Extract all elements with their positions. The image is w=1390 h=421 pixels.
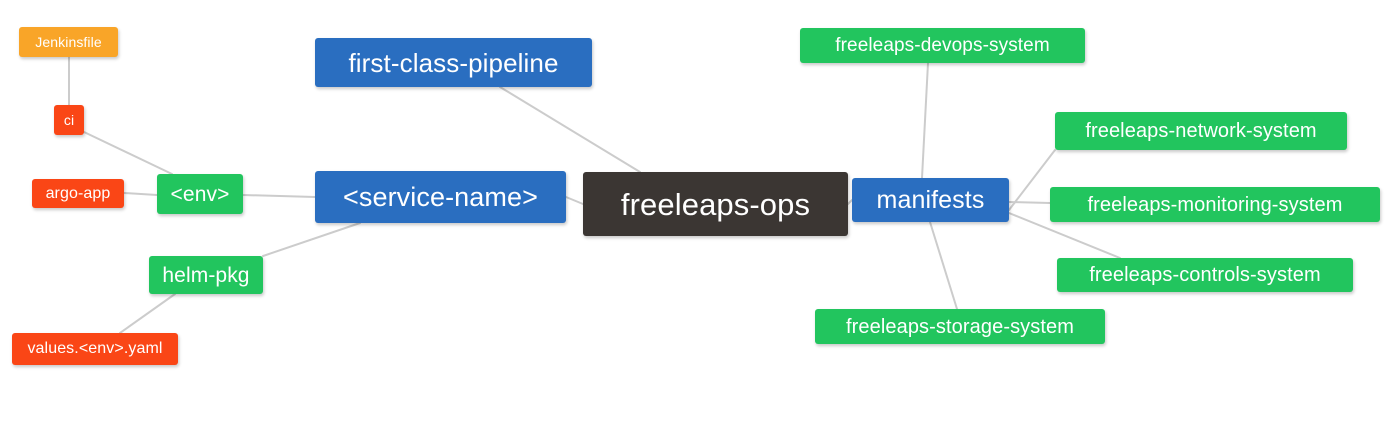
node-first-class-pipeline[interactable]: first-class-pipeline <box>315 38 592 87</box>
node-label: <env> <box>170 182 230 206</box>
node-freeleaps-storage-system[interactable]: freeleaps-storage-system <box>815 309 1105 344</box>
node-helm-pkg[interactable]: helm-pkg <box>149 256 263 294</box>
edge-manifests-to-freeleaps-storage-system <box>929 221 958 310</box>
edge-service-name-to-freeleaps-ops <box>565 196 584 205</box>
node-freeleaps-controls-system[interactable]: freeleaps-controls-system <box>1057 258 1353 292</box>
edge-argo-app-to-env <box>123 192 158 196</box>
node-argo-app[interactable]: argo-app <box>32 179 124 208</box>
node-service-name[interactable]: <service-name> <box>315 171 566 223</box>
node-label: values.<env>.yaml <box>27 340 163 357</box>
edge-helm-pkg-to-service-name <box>262 222 361 257</box>
node-label: freeleaps-controls-system <box>1089 264 1321 286</box>
node-freeleaps-network-system[interactable]: freeleaps-network-system <box>1055 112 1347 150</box>
node-manifests[interactable]: manifests <box>852 178 1009 222</box>
node-label: freeleaps-ops <box>620 186 811 222</box>
node-env[interactable]: <env> <box>157 174 243 214</box>
edge-manifests-to-freeleaps-network-system <box>1008 149 1056 211</box>
node-values-yaml[interactable]: values.<env>.yaml <box>12 333 178 365</box>
node-label: <service-name> <box>343 181 538 212</box>
node-label: freeleaps-network-system <box>1085 120 1317 142</box>
node-jenkinsfile[interactable]: Jenkinsfile <box>19 27 118 57</box>
node-freeleaps-monitoring-system[interactable]: freeleaps-monitoring-system <box>1050 187 1380 222</box>
edge-values-yaml-to-helm-pkg <box>119 293 176 334</box>
node-freeleaps-devops-system[interactable]: freeleaps-devops-system <box>800 28 1085 63</box>
node-label: helm-pkg <box>162 263 250 287</box>
node-label: first-class-pipeline <box>348 47 559 78</box>
node-ci[interactable]: ci <box>54 105 84 135</box>
edge-ci-to-env <box>83 131 173 175</box>
edge-first-class-pipeline-to-freeleaps-ops <box>499 86 641 173</box>
node-label: Jenkinsfile <box>35 34 102 50</box>
node-label: ci <box>63 112 75 128</box>
node-label: freeleaps-devops-system <box>835 35 1050 56</box>
node-label: freeleaps-storage-system <box>845 315 1075 338</box>
edge-env-to-service-name <box>242 194 316 198</box>
edge-manifests-to-freeleaps-monitoring-system <box>1008 201 1051 204</box>
node-label: manifests <box>876 185 985 214</box>
node-freeleaps-ops[interactable]: freeleaps-ops <box>583 172 848 236</box>
node-label: freeleaps-monitoring-system <box>1087 193 1343 216</box>
edge-freeleaps-devops-system-to-manifests <box>921 62 929 179</box>
node-label: argo-app <box>45 184 111 202</box>
